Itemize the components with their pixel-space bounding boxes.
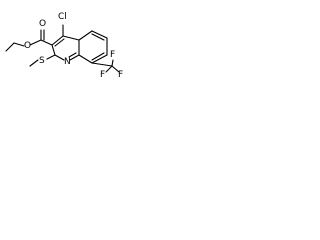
atom-label-cl: Cl: [58, 12, 67, 22]
atom-labels: Cl O O S N F F F: [24, 12, 123, 80]
bond-c7-c8: [91, 54, 108, 64]
bond-carbonyl-c-ring: [40, 39, 53, 46]
bond-c8-c8a: [78, 54, 93, 64]
bond-c4-c4a: [62, 35, 80, 41]
bond-n-c2: [54, 54, 65, 61]
bond-c3-c4: [51, 35, 64, 46]
atom-label-n: N: [64, 57, 71, 67]
bond-s-ch3: [29, 59, 39, 67]
bond-o-carbonyl-c: [29, 39, 42, 46]
atom-label-s: S: [39, 56, 45, 66]
bond-c2-c3: [51, 44, 56, 56]
bond-c8a-n-inner: [68, 52, 77, 58]
bond-c4a-c5: [78, 30, 93, 41]
atom-label-o-carbonyl: O: [39, 19, 46, 29]
atom-label-f-top: F: [110, 50, 115, 60]
bond-c3-c4-inner: [54, 38, 65, 47]
bond-cf3-f-top: [111, 59, 114, 67]
bond-ethyl-ch2-o: [13, 42, 25, 47]
bond-cf3-f-left: [105, 65, 113, 73]
bond-c2-s: [46, 54, 56, 60]
bond-ethyl-ch3-ch2: [5, 42, 15, 52]
bond-c8-cf3: [91, 62, 113, 67]
atom-label-f-left: F: [100, 70, 105, 80]
bonds: [5, 24, 120, 73]
bond-c5-c6: [91, 30, 108, 39]
atom-label-o-ester: O: [24, 41, 31, 51]
bond-c8a-n: [69, 54, 80, 61]
bond-c7-c8-inner: [91, 52, 105, 61]
atom-label-f-right: F: [118, 70, 123, 80]
bond-cf3-f-right: [111, 65, 120, 73]
bond-c5-c6-inner: [91, 33, 105, 41]
chemical-structure-diagram: Cl O O S N F F F: [5, 12, 123, 80]
